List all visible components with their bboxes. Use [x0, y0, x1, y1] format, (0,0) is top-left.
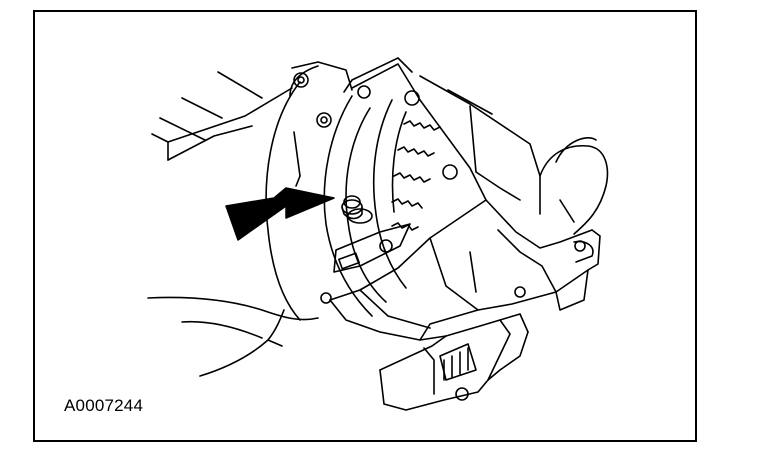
holding-bracket	[320, 57, 487, 304]
bell-housing	[147, 61, 353, 377]
housing-outline-upper-left	[151, 71, 293, 161]
flywheel-bolt	[341, 195, 373, 224]
transmission-body	[419, 75, 609, 311]
lower-housing	[329, 289, 529, 411]
flywheel-ring-gear	[323, 95, 441, 317]
housing-bolts	[293, 72, 371, 187]
arrow-icon	[225, 187, 335, 241]
figure-id-label: A0007244	[64, 396, 144, 415]
